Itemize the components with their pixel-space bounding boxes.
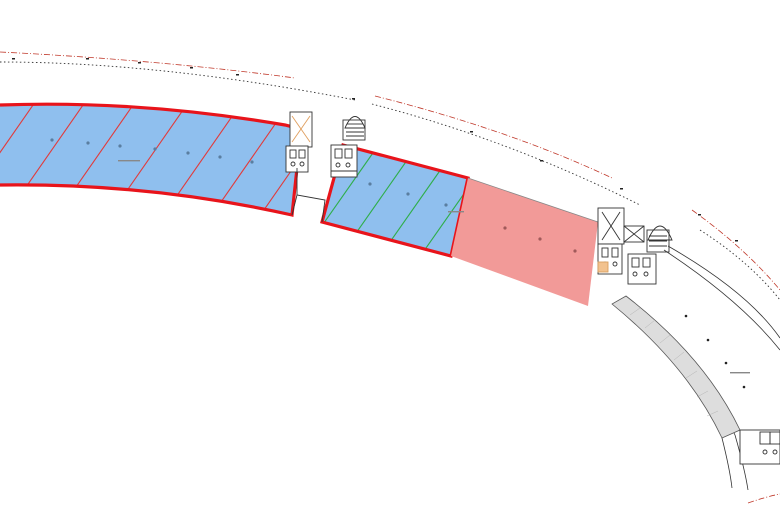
column-marker-icon bbox=[250, 160, 254, 164]
wc-icon bbox=[330, 144, 358, 178]
site-boundary bbox=[0, 51, 780, 504]
wc-icon bbox=[759, 431, 780, 455]
column-marker-icon bbox=[118, 144, 122, 148]
core-b bbox=[597, 207, 673, 285]
unit-3-columns bbox=[503, 226, 577, 253]
column-marker-icon bbox=[573, 249, 577, 253]
unit-3-available[interactable] bbox=[451, 177, 599, 306]
road-edge bbox=[0, 61, 780, 301]
stair-icon bbox=[646, 225, 673, 253]
covered-walkway bbox=[611, 295, 741, 439]
unit-1-let[interactable] bbox=[0, 95, 330, 230]
room-labels bbox=[118, 160, 750, 374]
wc-icon bbox=[627, 253, 657, 285]
road-markers bbox=[12, 58, 738, 242]
column-marker-icon bbox=[724, 361, 728, 365]
column-marker-icon bbox=[50, 138, 54, 142]
rotunda-columns bbox=[684, 314, 746, 389]
column-marker-icon bbox=[86, 141, 90, 145]
column-marker-icon bbox=[186, 151, 190, 155]
column-marker-icon bbox=[684, 314, 688, 318]
column-marker-icon bbox=[406, 192, 410, 196]
column-marker-icon bbox=[153, 147, 157, 151]
core-a bbox=[285, 111, 366, 223]
unit-2-columns bbox=[368, 182, 448, 207]
column-marker-icon bbox=[742, 385, 746, 389]
column-marker-icon bbox=[538, 237, 542, 241]
column-marker-icon bbox=[218, 155, 222, 159]
lift-icon bbox=[623, 225, 645, 243]
wc-icon bbox=[285, 145, 309, 173]
column-marker-icon bbox=[368, 182, 372, 186]
column-marker-icon bbox=[503, 226, 507, 230]
stair-icon bbox=[342, 116, 366, 141]
core-c bbox=[739, 429, 780, 465]
column-marker-icon bbox=[706, 338, 710, 342]
unit-1-columns bbox=[50, 138, 254, 164]
column-marker-icon bbox=[444, 203, 448, 207]
